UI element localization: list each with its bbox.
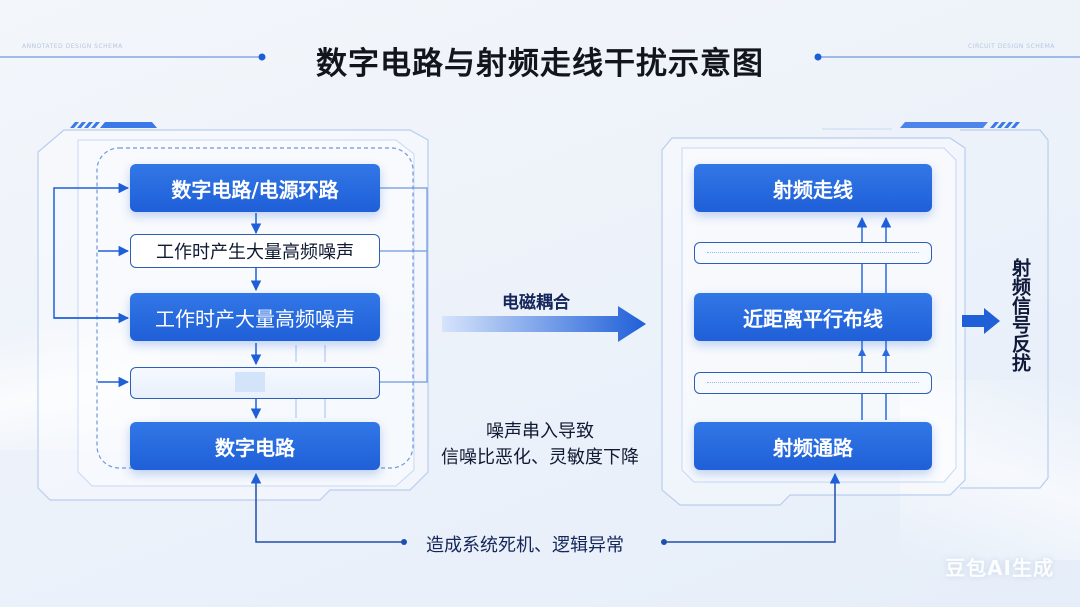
node-noise-high-freq[interactable]: 工作时产大量高频噪声 xyxy=(130,293,380,341)
page-title: 数字电路与射频走线干扰示意图 xyxy=(316,46,764,82)
node-label: 工作时产大量高频噪声 xyxy=(155,306,355,331)
side-label-rf-interference: 射频信号反扰 xyxy=(1009,258,1031,372)
node-label: 射频通路 xyxy=(773,435,853,460)
blank-bar-highlight xyxy=(235,372,265,392)
node-digital-circuit[interactable]: 数字电路 xyxy=(130,422,380,470)
node-dotted-bar-2[interactable] xyxy=(694,372,932,394)
left-feedback-loop xyxy=(53,182,130,388)
node-rf-trace[interactable]: 射频走线 xyxy=(694,164,932,212)
node-noise-generate[interactable]: 工作时产生大量高频噪声 xyxy=(130,234,380,268)
watermark: 豆包AI生成 xyxy=(945,556,1054,580)
node-parallel-routing[interactable]: 近距离平行布线 xyxy=(694,293,932,341)
node-label: 数字电路/电源环路 xyxy=(171,177,339,202)
node-dotted-bar-1[interactable] xyxy=(694,242,932,264)
node-rf-path[interactable]: 射频通路 xyxy=(694,422,932,470)
header-divider-left xyxy=(0,53,266,61)
header-deco-text-right: CIRCUIT DESIGN SCHEMA xyxy=(968,43,1055,50)
coupling-arrow xyxy=(442,306,646,342)
node-label: 射频走线 xyxy=(773,177,853,202)
bottom-consequence-label: 造成系统死机、逻辑异常 xyxy=(426,535,624,556)
dotted-line xyxy=(707,252,919,253)
header-deco-text-left: ANNOTATED DESIGN SCHEMA xyxy=(22,43,123,50)
node-label: 工作时产生大量高频噪声 xyxy=(156,242,354,263)
bottom-loop xyxy=(250,472,841,545)
node-label: 数字电路 xyxy=(215,435,295,460)
effect-line-2: 信噪比恶化、灵敏度下降 xyxy=(441,447,639,468)
node-digital-power-loop[interactable]: 数字电路/电源环路 xyxy=(130,164,380,212)
coupling-label: 电磁耦合 xyxy=(502,293,570,313)
dotted-line xyxy=(707,382,919,383)
left-ghost-arrows xyxy=(295,345,326,418)
side-arrow xyxy=(962,308,1000,334)
node-blank-bar[interactable] xyxy=(130,367,380,399)
node-label: 近距离平行布线 xyxy=(743,306,883,331)
header-divider-right xyxy=(814,53,1080,61)
left-right-bracket xyxy=(380,187,428,383)
right-mid-arrows xyxy=(858,348,890,356)
effect-line-1: 噪声串入导致 xyxy=(486,421,594,442)
